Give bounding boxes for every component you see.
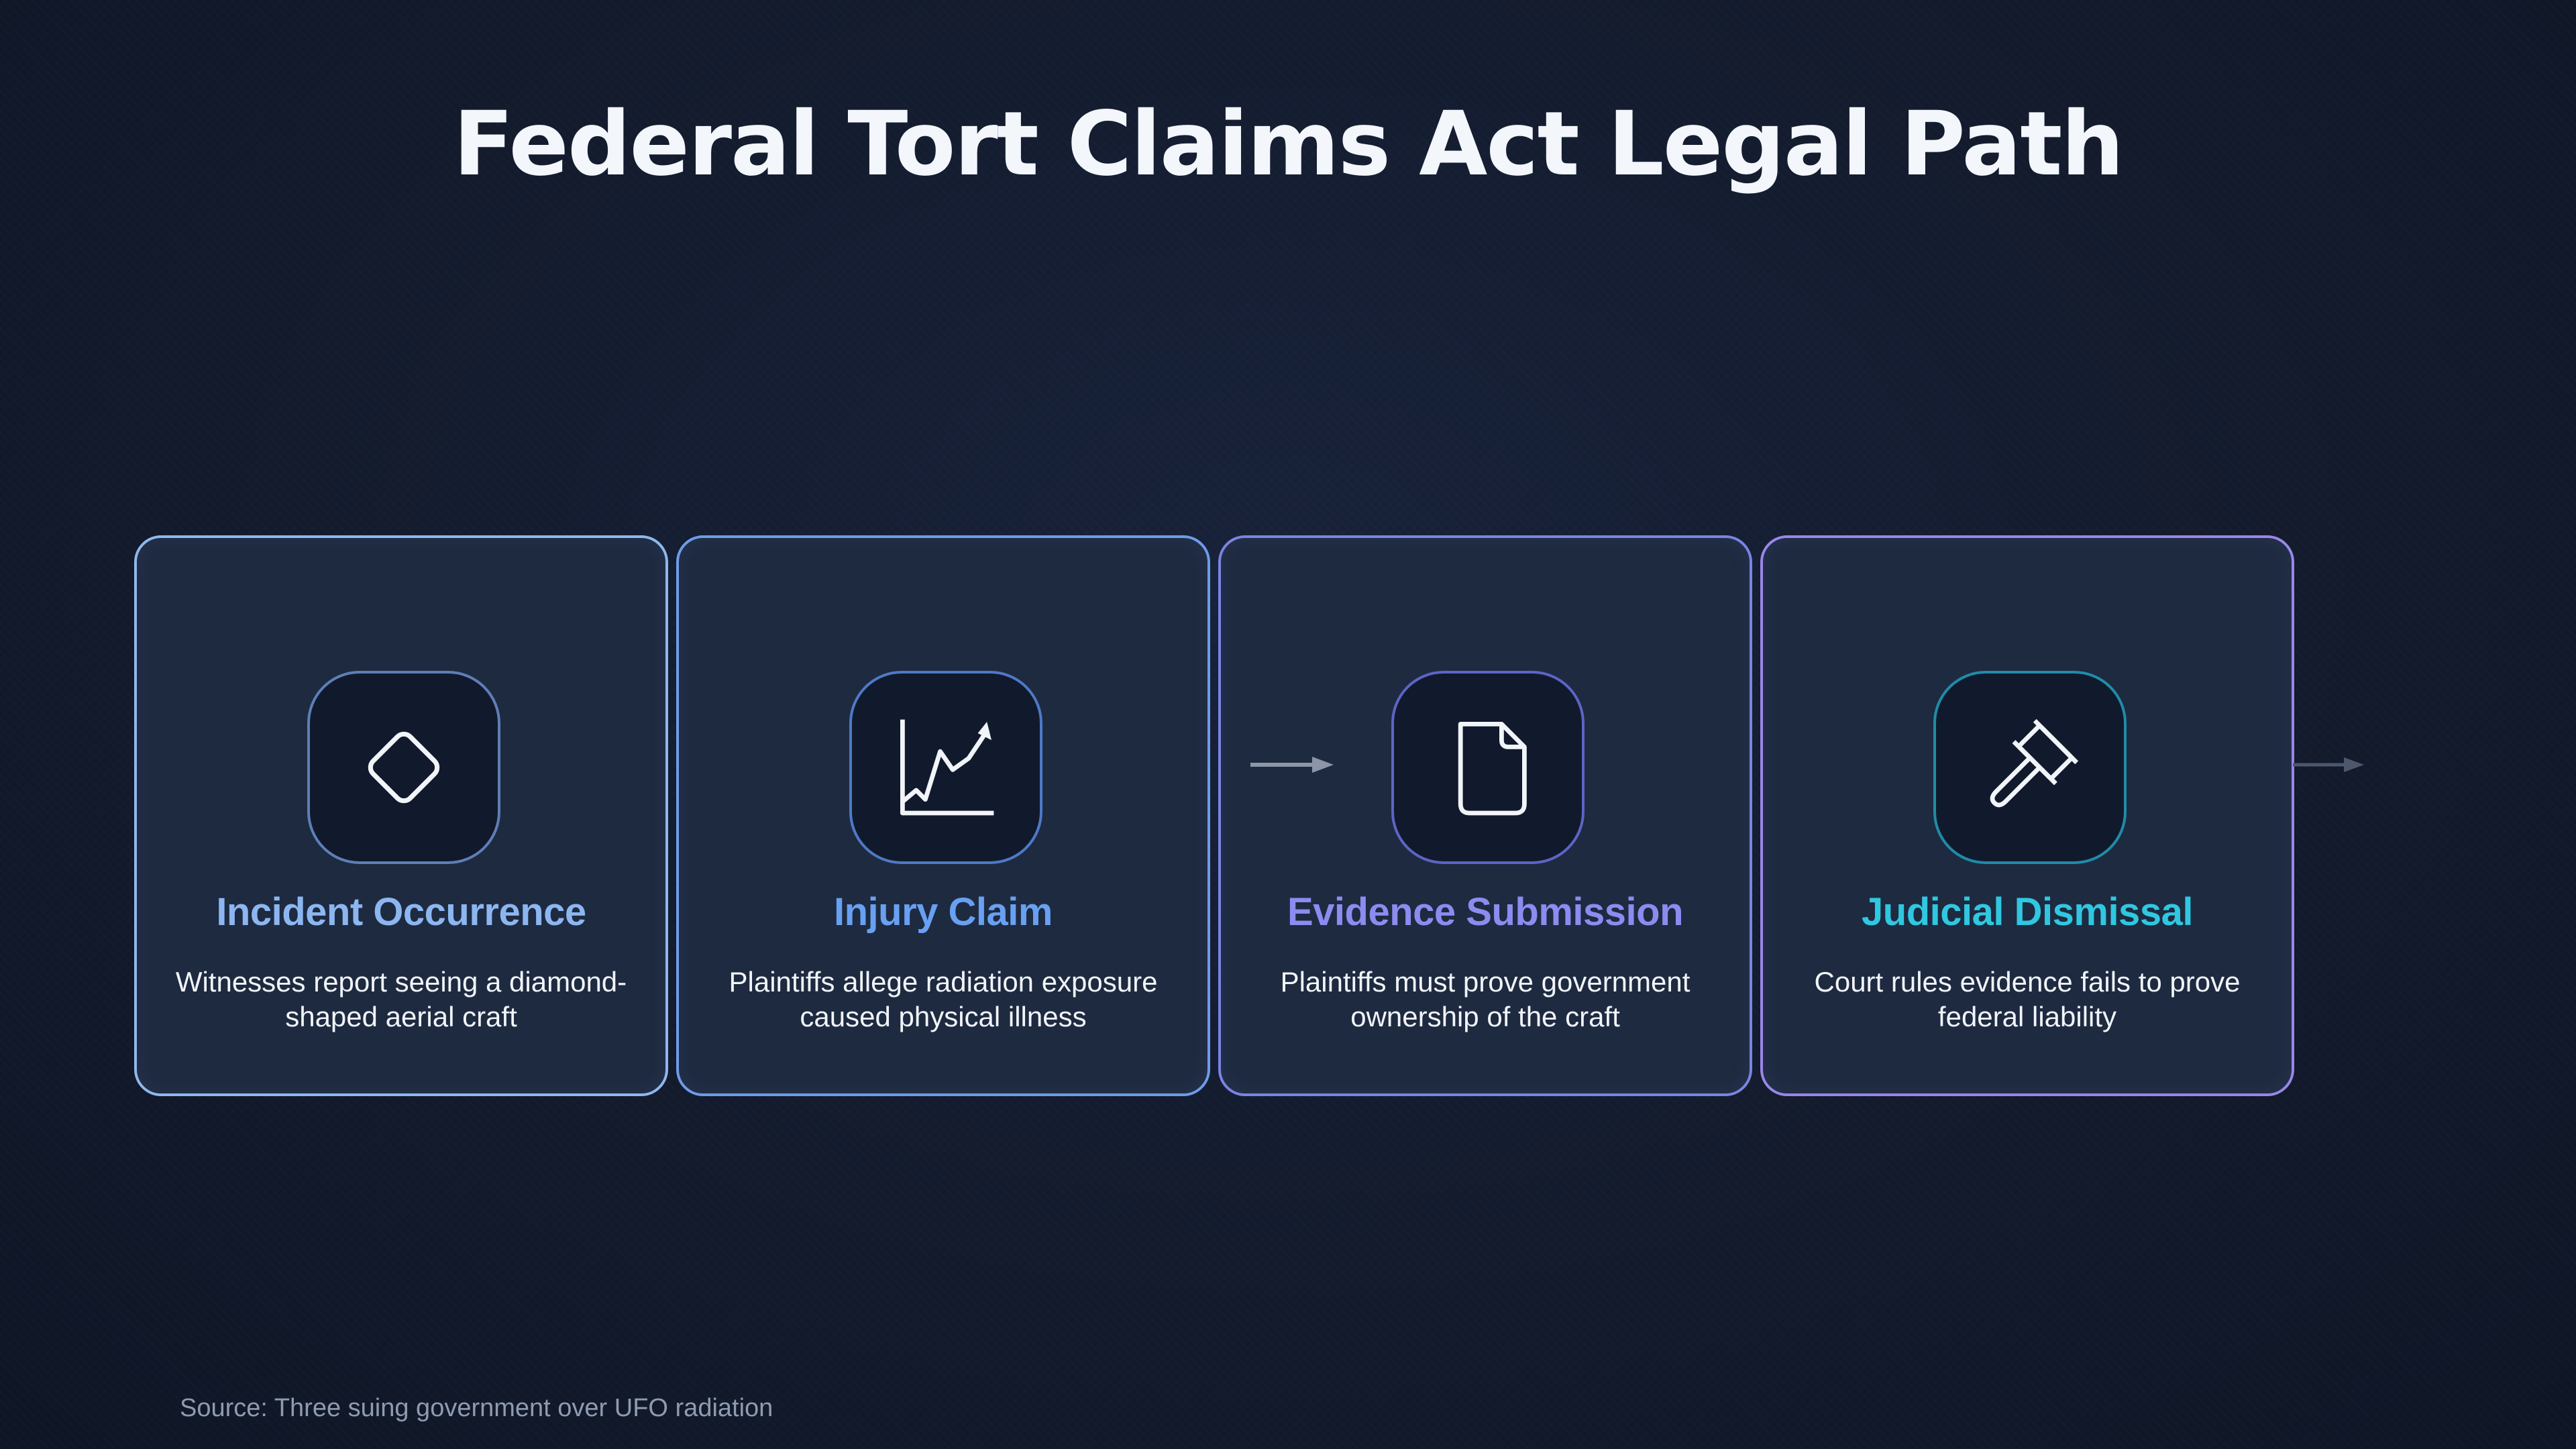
- diamond-icon: [368, 731, 440, 804]
- icon-container: [307, 671, 500, 864]
- step-card-judicial-dismissal: Judicial Dismissal Court rules evidence …: [1760, 535, 2294, 1096]
- step-title: Injury Claim: [834, 890, 1053, 934]
- document-icon: [1458, 722, 1527, 816]
- step-card-evidence-submission: Evidence Submission Plaintiffs must prov…: [1218, 535, 1752, 1096]
- step-card-injury-claim: Injury Claim Plaintiffs allege radiation…: [676, 535, 1210, 1096]
- gavel-icon: [1990, 718, 2079, 808]
- icon-container: [1391, 671, 1585, 864]
- step-description: Court rules evidence fails to prove fede…: [1814, 966, 2241, 1032]
- step-title: Evidence Submission: [1287, 890, 1684, 934]
- step-title: Incident Occurrence: [216, 890, 586, 934]
- step-title: Judicial Dismissal: [1862, 890, 2193, 934]
- arrow-right-icon: [1250, 757, 1334, 773]
- step-description: Witnesses report seeing a diamond-shaped…: [175, 966, 627, 1032]
- source-note: Source: Three suing government over UFO …: [180, 1394, 773, 1422]
- step-description: Plaintiffs allege radiation exposure cau…: [729, 966, 1158, 1032]
- page-title: Federal Tort Claims Act Legal Path: [453, 93, 2125, 196]
- arrow-right-icon: [2293, 757, 2364, 772]
- step-card-incident-occurrence: Incident Occurrence Witnesses report see…: [134, 535, 668, 1096]
- line-chart-icon: [900, 719, 994, 816]
- icon-container: [1933, 671, 2127, 864]
- icon-container: [849, 671, 1042, 864]
- step-description: Plaintiffs must prove government ownersh…: [1280, 966, 1690, 1032]
